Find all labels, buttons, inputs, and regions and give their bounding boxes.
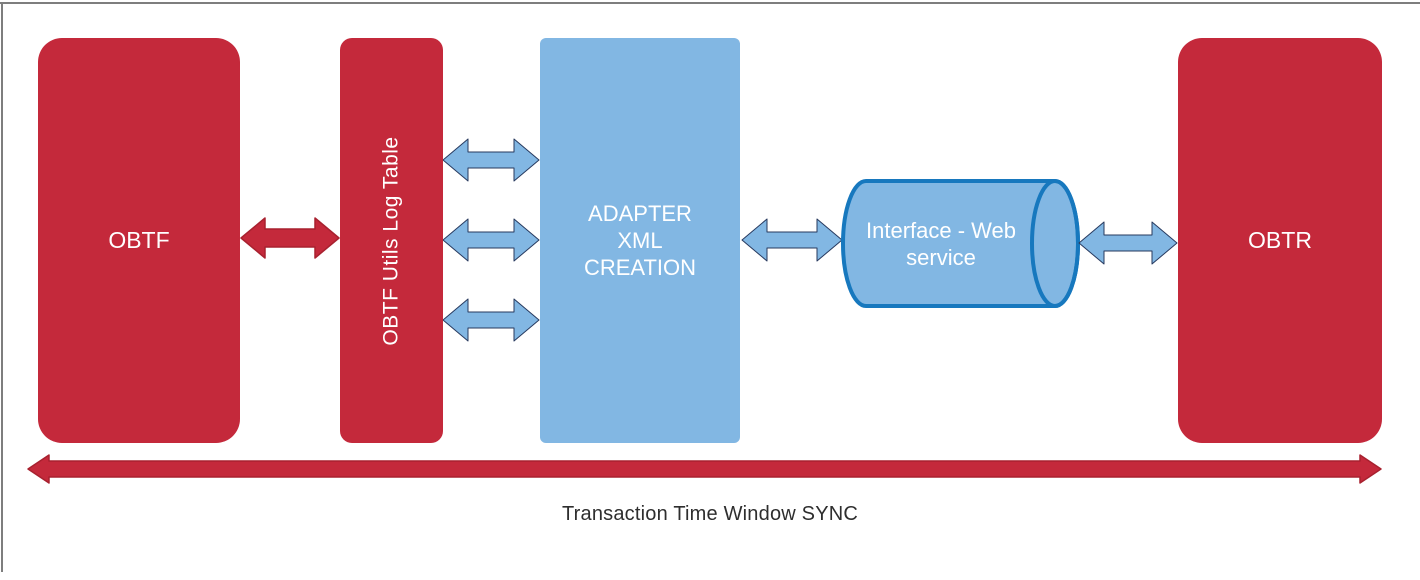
utils-adapter-double-arrow-bottom — [442, 298, 540, 342]
interface-web-service-label: Interface - Web service — [866, 217, 1016, 270]
obtf-label: OBTF — [108, 227, 170, 253]
obtf-utils-double-arrow — [240, 217, 340, 259]
page-border-left — [1, 2, 3, 572]
page-border-top — [0, 2, 1420, 4]
transaction-window-double-arrow — [27, 454, 1382, 484]
obtr-label: OBTR — [1248, 227, 1312, 253]
obtf-node: OBTF — [38, 38, 240, 443]
adapter-label-line-2: XML — [617, 228, 663, 253]
obtf-utils-log-table-label: OBTF Utils Log Table — [379, 135, 403, 346]
utils-adapter-double-arrow-top — [442, 138, 540, 182]
transaction-window-caption: Transaction Time Window SYNC — [561, 503, 859, 525]
adapter-interface-double-arrow — [741, 218, 843, 262]
obtf-utils-log-table-node: OBTF Utils Log Table — [340, 38, 443, 443]
interface-obtr-double-arrow — [1078, 221, 1178, 265]
utils-adapter-double-arrow-middle — [442, 218, 540, 262]
obtr-node: OBTR — [1178, 38, 1382, 443]
interface-cylinder-cap — [1030, 179, 1080, 308]
adapter-label-line-1: ADAPTER — [588, 201, 692, 226]
adapter-xml-creation-label: ADAPTER XML CREATION — [584, 200, 696, 281]
adapter-xml-creation-node: ADAPTER XML CREATION — [540, 38, 740, 443]
adapter-label-line-3: CREATION — [583, 255, 697, 280]
